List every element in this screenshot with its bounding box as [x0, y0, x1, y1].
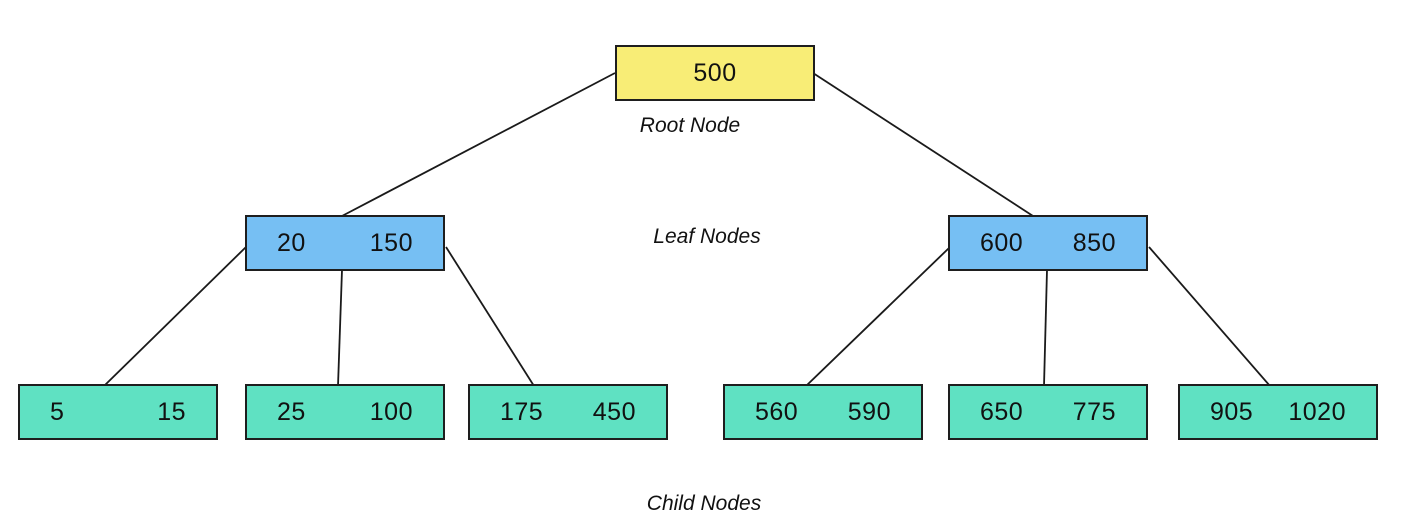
node-key: 560: [755, 397, 799, 426]
node-key: 15: [157, 397, 186, 426]
child-node-6[interactable]: 905 1020: [1178, 384, 1378, 440]
edge-right-internal-to-child-6: [1148, 246, 1271, 387]
node-key: 905: [1210, 397, 1254, 426]
child-node-3[interactable]: 175 450: [468, 384, 668, 440]
root-node-label: Root Node: [639, 114, 741, 137]
node-key: 175: [500, 397, 544, 426]
edge-left-internal-to-child-3: [445, 246, 535, 387]
node-key: 775: [1072, 397, 1116, 426]
node-key: 850: [1072, 228, 1116, 257]
child-node-2[interactable]: 25 100: [245, 384, 445, 440]
child-node-5[interactable]: 650 775: [948, 384, 1148, 440]
edge-right-internal-to-child-4: [805, 247, 950, 387]
node-key: 590: [847, 397, 891, 426]
root-node[interactable]: 500: [615, 45, 815, 101]
edge-root-to-right-internal: [812, 72, 1034, 217]
edge-right-internal-to-child-5: [1043, 269, 1048, 387]
internal-node-left[interactable]: 20 150: [245, 215, 445, 271]
node-key: 25: [277, 397, 306, 426]
node-key: 1020: [1288, 397, 1346, 426]
edge-left-internal-to-child-1: [103, 246, 247, 387]
child-nodes-label: Child Nodes: [646, 492, 762, 515]
internal-node-right[interactable]: 600 850: [948, 215, 1148, 271]
child-node-1[interactable]: 5 15: [18, 384, 218, 440]
child-node-4[interactable]: 560 590: [723, 384, 923, 440]
leaf-nodes-label: Leaf Nodes: [653, 225, 761, 248]
edge-root-to-left-internal: [341, 72, 616, 217]
node-key: 450: [592, 397, 636, 426]
node-key: 100: [369, 397, 413, 426]
node-key: 650: [980, 397, 1024, 426]
node-key: 20: [277, 228, 306, 257]
node-key: 600: [980, 228, 1024, 257]
node-key: 5: [50, 397, 65, 426]
node-key: 150: [369, 228, 413, 257]
node-key: 500: [693, 58, 737, 87]
edge-left-internal-to-child-2: [337, 269, 343, 387]
